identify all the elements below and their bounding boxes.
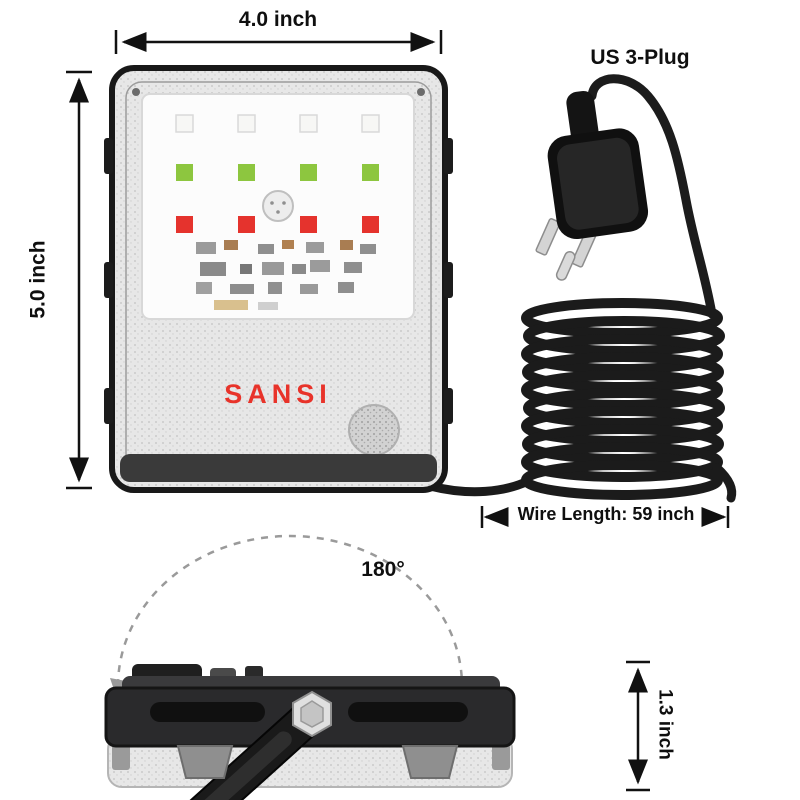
board-sensor	[262, 190, 294, 222]
light-sensor-dome	[348, 404, 400, 456]
mounting-feet	[176, 745, 459, 779]
mounting-clips	[104, 138, 453, 424]
plug-cable	[587, 74, 717, 319]
pivot-bolt	[292, 690, 332, 738]
wire-length-label: Wire Length: 59 inch	[517, 504, 695, 524]
thickness-dimension-label: 1.3 inch	[654, 689, 676, 760]
height-dimension-label: 5.0 inch	[26, 240, 50, 319]
plug-prongs	[535, 218, 597, 281]
width-dimension	[114, 30, 443, 54]
floodlight-side-view	[104, 664, 516, 800]
rotation-angle-label: 180°	[361, 558, 405, 581]
plug-body	[547, 90, 649, 240]
power-cable	[425, 476, 533, 497]
circuit-components	[196, 240, 376, 310]
bottom-band	[120, 454, 437, 482]
brand-logo: SANSI	[224, 379, 332, 409]
floodlight-front-view	[104, 65, 453, 493]
green-led-row	[176, 164, 379, 181]
coiled-power-cable	[521, 298, 737, 503]
us-3-prong-plug	[535, 74, 717, 319]
thickness-dimension	[626, 660, 650, 792]
width-dimension-label: 4.0 inch	[238, 8, 318, 31]
height-dimension	[66, 70, 92, 490]
wire-length-dimension	[480, 506, 730, 528]
red-led-row	[176, 216, 379, 233]
white-led-row	[175, 114, 380, 133]
plug-type-label: US 3-Plug	[590, 46, 690, 69]
